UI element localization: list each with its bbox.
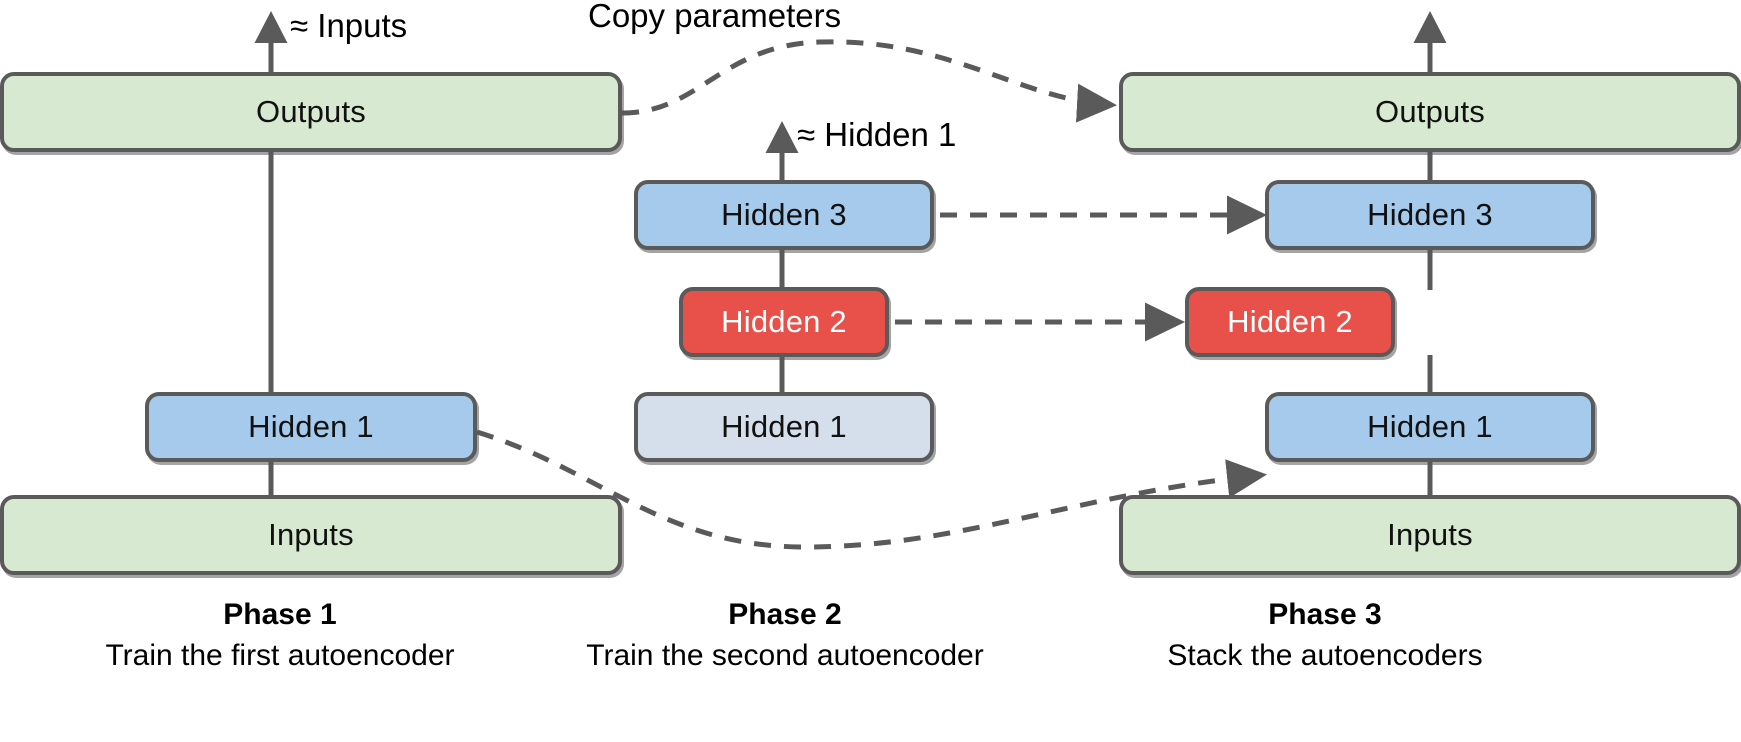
node-p2-hidden-1[interactable]: Hidden 1 [634,392,934,462]
node-label: Hidden 1 [248,409,374,444]
node-label: Outputs [256,94,366,129]
edge-copy-outputs [621,39,1117,123]
phase-subtitle: Train the second autoencoder [586,639,984,672]
phase-title: Phase 1 [223,598,337,631]
node-p1-inputs[interactable]: Inputs [0,495,622,575]
node-label: Hidden 3 [1367,197,1493,232]
node-label: Hidden 3 [721,197,847,232]
caption-phase-3: Phase 3 Stack the autoencoders [1060,595,1590,677]
copy-parameters-label: Copy parameters [588,0,842,34]
approx-hidden1-label: ≈ Hidden 1 [797,116,957,153]
node-p1-outputs[interactable]: Outputs [0,72,622,152]
node-p3-outputs[interactable]: Outputs [1119,72,1741,152]
node-p3-hidden-1[interactable]: Hidden 1 [1265,392,1595,462]
node-p3-hidden-3[interactable]: Hidden 3 [1265,180,1595,250]
caption-phase-2: Phase 2 Train the second autoencoder [520,595,1050,677]
node-label: Outputs [1375,94,1485,129]
node-label: Hidden 2 [721,304,847,339]
phase-subtitle: Stack the autoencoders [1167,639,1483,672]
node-label: Hidden 2 [1227,304,1353,339]
phase-title: Phase 3 [1268,598,1382,631]
node-label: Inputs [1387,517,1473,552]
node-label: Inputs [268,517,354,552]
node-p2-hidden-3[interactable]: Hidden 3 [634,180,934,250]
node-p1-hidden-1[interactable]: Hidden 1 [145,392,477,462]
node-label: Hidden 1 [721,409,847,444]
node-label: Hidden 1 [1367,409,1493,444]
node-p2-hidden-2[interactable]: Hidden 2 [679,287,889,357]
caption-phase-1: Phase 1 Train the first autoencoder [0,595,560,677]
approx-inputs-label: ≈ Inputs [290,7,408,44]
phase-title: Phase 2 [728,598,842,631]
node-p3-hidden-2[interactable]: Hidden 2 [1185,287,1395,357]
node-p3-inputs[interactable]: Inputs [1119,495,1741,575]
phase-subtitle: Train the first autoencoder [105,639,455,672]
